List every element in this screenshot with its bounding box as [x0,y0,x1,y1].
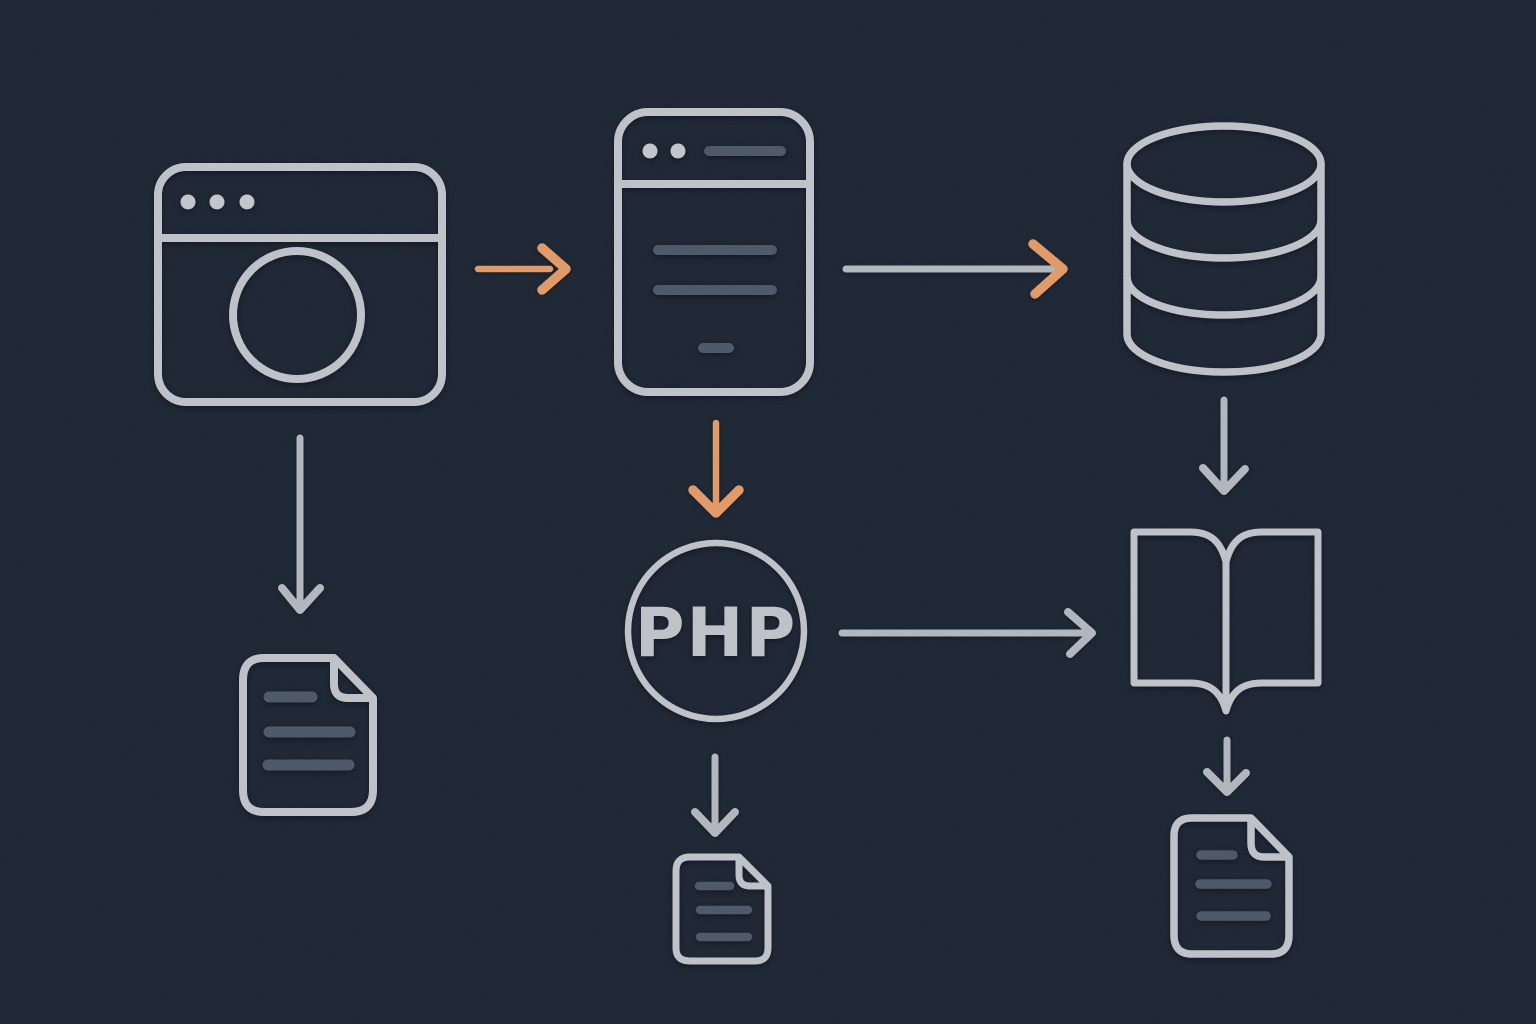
server-dot [670,143,686,159]
database-icon [1123,119,1325,377]
arrow-php-to-document [690,752,742,840]
arrow-php-to-book [836,602,1098,664]
web-server-icon [613,107,815,397]
arrow-book-to-document [1200,735,1254,797]
arrow-browser-to-server [472,240,576,298]
arrow-browser-to-document [273,432,327,616]
window-dot [239,194,255,210]
arrow-server-to-database [840,238,1070,300]
document-icon [238,653,378,817]
document-icon [1170,814,1293,958]
php-circle-icon: PHP [622,537,810,725]
window-dot [180,194,196,210]
window-dot [209,194,225,210]
php-label: PHP [635,594,798,673]
document-icon [672,853,772,965]
open-book-icon [1128,521,1324,715]
arrow-server-to-php [688,418,744,518]
server-dot [642,143,658,159]
arrow-database-to-book [1198,394,1252,498]
browser-window-icon [153,162,447,407]
